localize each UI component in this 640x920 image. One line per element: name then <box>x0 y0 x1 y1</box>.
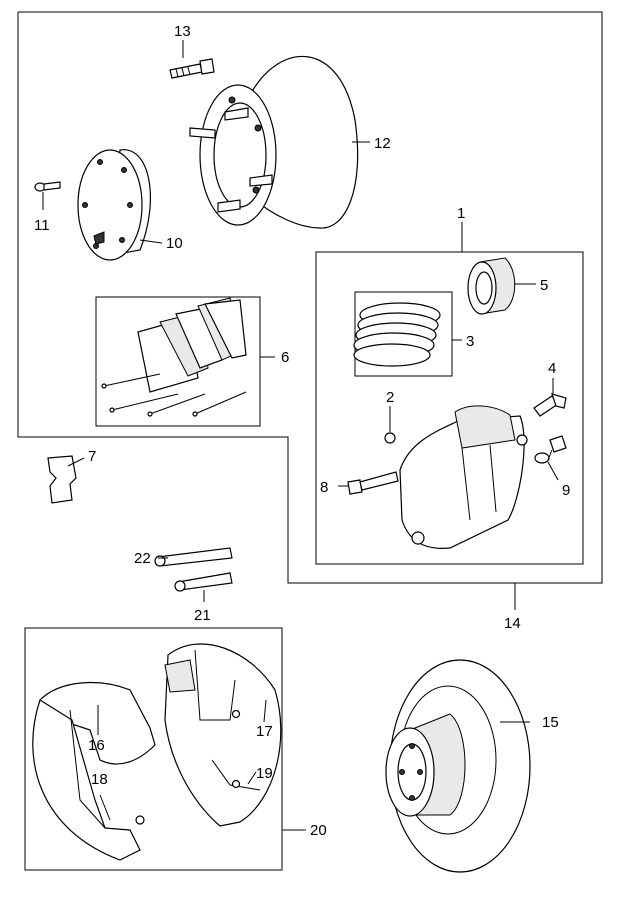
callout-9: 9 <box>562 482 570 499</box>
callout-22: 22 <box>134 550 151 567</box>
shim-part-7 <box>47 455 77 504</box>
callout-16: 16 <box>88 737 105 754</box>
callout-6: 6 <box>281 349 289 366</box>
callout-3: 3 <box>466 333 474 350</box>
locking-plates-part-21-22 <box>154 547 233 592</box>
brake-disc-part-15 <box>385 659 531 873</box>
callout-8: 8 <box>320 479 328 496</box>
group-14-frame <box>17 11 603 584</box>
group-20-frame <box>24 627 283 871</box>
screw-part-11 <box>34 181 61 192</box>
callout-18: 18 <box>91 771 108 788</box>
group-1-frame <box>315 251 584 565</box>
leader-lines <box>42 40 559 831</box>
caliper-bolt-part-8 <box>347 471 399 495</box>
callout-1: 1 <box>457 205 465 222</box>
hub-flange-part-10 <box>77 149 151 261</box>
callout-14: 14 <box>504 615 521 632</box>
callout-12: 12 <box>374 135 391 152</box>
bolt-washer-part-9 <box>534 435 567 464</box>
callout-10: 10 <box>166 235 183 252</box>
splash-shield-part-17-19 <box>164 643 282 827</box>
hub-shield-part-12 <box>189 55 359 229</box>
bleed-nipple-part-4 <box>533 393 567 417</box>
callout-11: 11 <box>34 217 50 234</box>
callout-15: 15 <box>542 714 559 731</box>
spring-part-3 <box>353 302 441 367</box>
callout-19: 19 <box>256 765 273 782</box>
callout-20: 20 <box>310 822 327 839</box>
group-6-frame <box>95 296 261 427</box>
brake-pads-part-6 <box>101 297 247 417</box>
nut-part-2 <box>384 432 396 444</box>
callout-13: 13 <box>174 23 191 40</box>
callout-2: 2 <box>386 389 394 406</box>
stud-part-13 <box>169 58 215 79</box>
callout-4: 4 <box>548 360 556 377</box>
callout-7: 7 <box>88 448 96 465</box>
callout-21: 21 <box>194 607 211 624</box>
callout-5: 5 <box>540 277 548 294</box>
callout-17: 17 <box>256 723 273 740</box>
caliper-body <box>399 405 528 549</box>
group-3-frame <box>354 291 453 377</box>
seal-part-5 <box>467 257 516 315</box>
